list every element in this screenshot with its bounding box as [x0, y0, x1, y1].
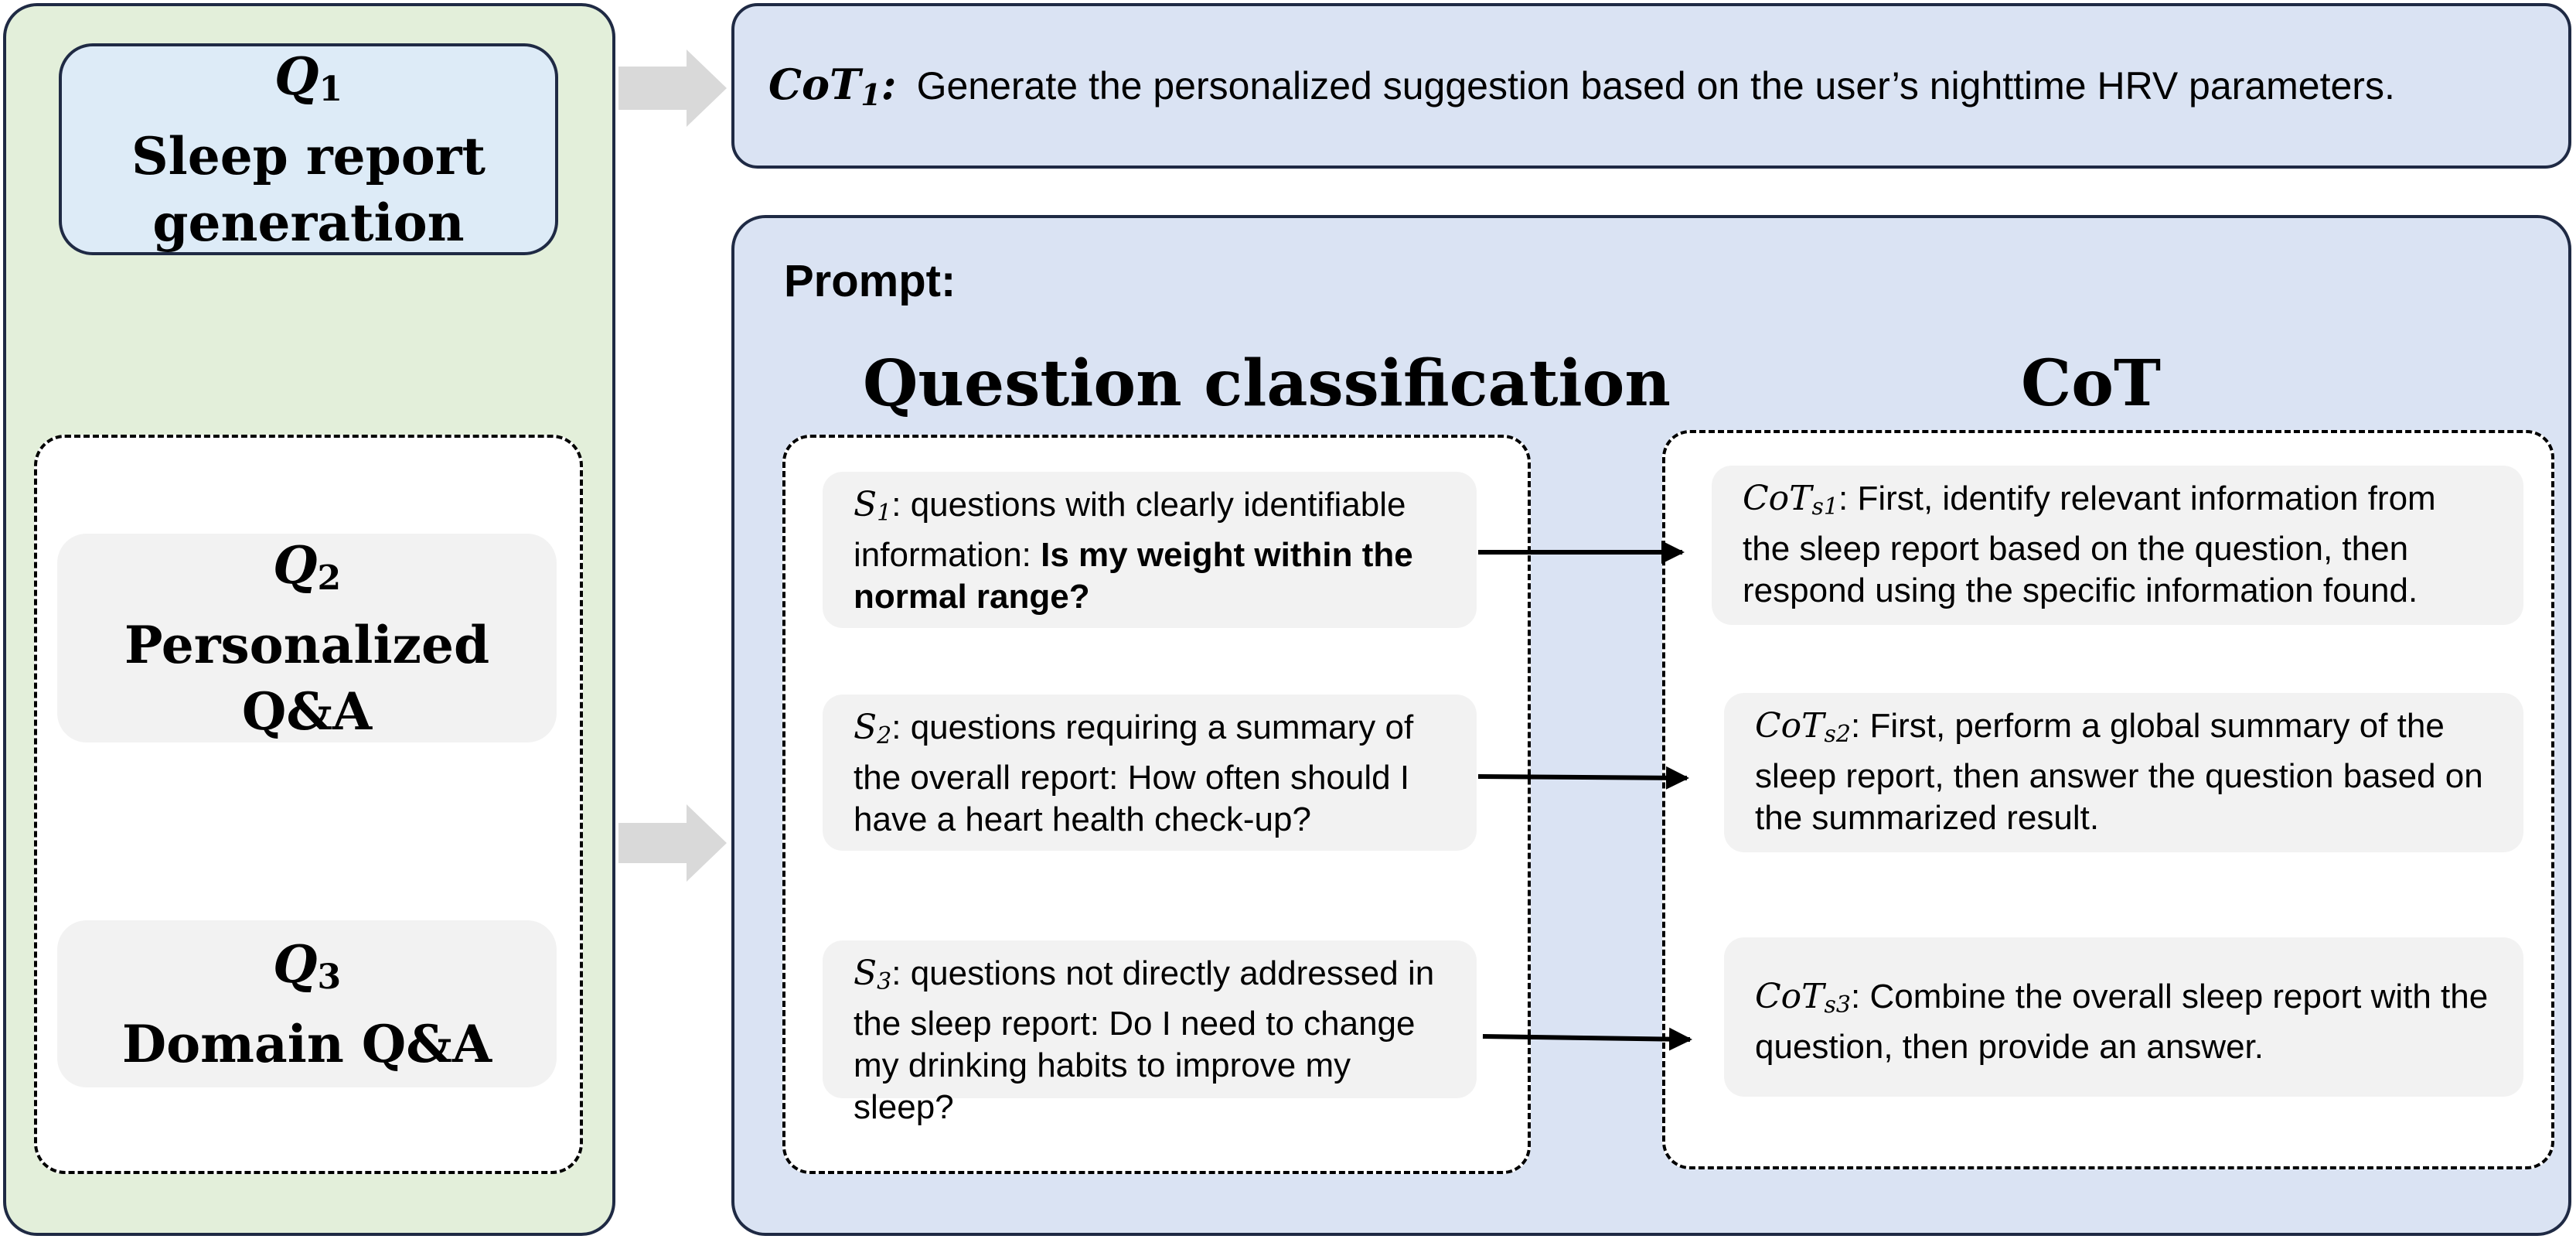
cot-s2-text: : First, perform a global summary of the… — [1755, 707, 2483, 837]
cot-card-s1: CoTs1: First, identify relevant informat… — [1712, 466, 2523, 625]
q3-line1: Domain Q&A — [121, 1013, 492, 1074]
question-card-s1: S1: questions with clearly identifiable … — [823, 472, 1477, 628]
cot-s2-symbol: CoTs2 — [1755, 706, 1851, 748]
flow-arrow-to-prompt — [618, 804, 727, 882]
cot-card-s2: CoTs2: First, perform a global summary o… — [1724, 693, 2523, 852]
question-classification-heading: Question classification — [863, 346, 1671, 421]
q1-symbol: Q1 — [274, 46, 343, 109]
flow-arrow-to-cot1 — [618, 49, 727, 127]
cot-s3-symbol: CoTs3 — [1755, 977, 1851, 1019]
question-card-s3: S3: questions not directly addressed in … — [823, 940, 1477, 1126]
q1-line1: Sleep report — [131, 125, 486, 186]
arrow-s2-to-cot-s2 — [1477, 766, 1689, 790]
s1-text: : questions with clearly identifiable in… — [854, 486, 1406, 574]
cot-s1-symbol: CoTs1 — [1743, 479, 1838, 521]
s2-text: : questions requiring a summary of the o… — [854, 708, 1414, 838]
cot1-text: Generate the personalized suggestion bas… — [916, 64, 2395, 108]
q2-line2: Q&A — [241, 681, 373, 742]
q2-line1: Personalized — [124, 614, 490, 675]
arrow-s3-to-cot-s3 — [1482, 1027, 1692, 1051]
cot-s1-text: : First, identify relevant information f… — [1743, 480, 2436, 609]
s2-symbol: S2 — [854, 708, 892, 749]
cot-heading: CoT — [2021, 346, 2161, 421]
prompt-label: Prompt: — [784, 256, 956, 306]
s3-symbol: S3 — [854, 954, 892, 995]
q3-symbol: Q3 — [272, 934, 342, 997]
s1-example: Is my weight within the normal range? — [854, 536, 1413, 616]
cot1-label: CoT1: — [768, 60, 897, 112]
q2-personalized-qa-box: Q2 Personalized Q&A — [57, 534, 557, 742]
s1-symbol: S1 — [854, 485, 892, 527]
q1-line2: generation — [152, 192, 465, 253]
q3-domain-qa-box: Q3 Domain Q&A — [57, 920, 557, 1087]
question-card-s2: S2: questions requiring a summary of the… — [823, 695, 1477, 851]
q2-symbol: Q2 — [272, 534, 342, 598]
q1-sleep-report-box: Q1 Sleep report generation — [59, 43, 558, 255]
cot-s3-text: : Combine the overall sleep report with … — [1755, 978, 2489, 1066]
cot-card-s3: CoTs3: Combine the overall sleep report … — [1724, 937, 2523, 1097]
s3-text: : questions not directly addressed in th… — [854, 954, 1435, 1126]
cot1-panel: CoT1: Generate the personalized suggesti… — [731, 3, 2571, 169]
